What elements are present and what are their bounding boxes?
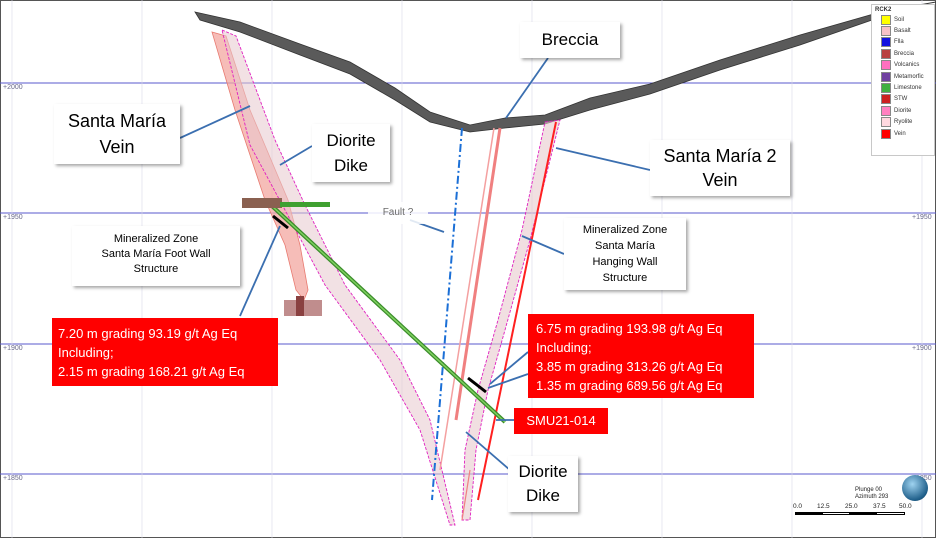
callout-mz-foot-wall: Mineralized Zone Santa María Foot Wall S… xyxy=(72,226,240,286)
legend-label: STW xyxy=(894,96,908,103)
azimuth-readout: Azimuth 293 xyxy=(855,494,889,500)
legend-label: Flla xyxy=(894,39,904,46)
legend-label: Limestone xyxy=(894,85,922,92)
scale-segment xyxy=(822,512,851,515)
legend-item: Limestone xyxy=(872,82,934,94)
legend-label: Soil xyxy=(894,16,905,23)
callout-diorite-dike-lower: Diorite Dike xyxy=(508,456,578,512)
callout-fault: Fault ? xyxy=(368,202,428,224)
legend-item: Vein xyxy=(872,128,934,139)
drillhole-label: SMU21-014 xyxy=(514,408,608,434)
legend-swatch xyxy=(881,37,891,48)
callout-diorite-dike-upper: Diorite Dike xyxy=(312,124,390,182)
legend-item: Diorite xyxy=(872,105,934,116)
scale-tick-1: 12.5 xyxy=(817,503,830,510)
intercept-marker-right xyxy=(467,376,487,394)
intercept-box-right: 6.75 m grading 193.98 g/t Ag Eq Includin… xyxy=(528,314,754,398)
scale-tick-2: 25.0 xyxy=(845,503,858,510)
arrow-hanging-wall xyxy=(521,235,565,255)
legend-swatch xyxy=(881,71,891,82)
legend-swatch xyxy=(881,26,891,37)
callout-mz-hanging-wall: Mineralized Zone Santa María Hanging Wal… xyxy=(564,218,686,290)
legend-item: Volcanics xyxy=(872,60,934,71)
scale-tick-3: 37.5 xyxy=(873,503,886,510)
arrow-diorite-upper xyxy=(279,145,313,166)
legend-item: Flla xyxy=(872,37,934,48)
arrow-intercept-right-1 xyxy=(489,351,529,385)
legend-label: Vein xyxy=(894,130,906,137)
elevation-label-right-1900: +1900 xyxy=(912,345,932,352)
legend-label: Ryolite xyxy=(894,119,913,126)
globe-icon[interactable] xyxy=(902,475,928,501)
scale-bar: 0.0 12.5 25.0 37.5 50.0 xyxy=(793,500,928,524)
scale-tick-4: 50.0 xyxy=(899,503,912,510)
elevation-label-left-1850: +1850 xyxy=(3,475,23,482)
callout-santa-maria-2-vein: Santa María 2 Vein xyxy=(650,140,790,196)
legend-label: Metamorfic xyxy=(894,73,924,80)
view-orientation: Plunge 00 Azimuth 293 xyxy=(855,487,888,501)
legend-label: Volcanics xyxy=(894,62,920,69)
legend-swatch xyxy=(881,48,891,59)
fault-line xyxy=(431,127,463,501)
callout-santa-maria-vein: Santa María Vein xyxy=(54,104,180,164)
legend-item: Ryolite xyxy=(872,117,934,128)
legend-swatch xyxy=(881,14,891,25)
legend-item: Metamorfic xyxy=(872,71,934,82)
arrow-footwall xyxy=(239,225,281,317)
breccia-label: Breccia xyxy=(541,30,599,49)
legend-swatch xyxy=(881,60,891,71)
legend-swatch xyxy=(881,94,891,105)
santa-maria-2-vein-body xyxy=(461,119,561,521)
legend-label: Basalt xyxy=(894,28,911,35)
elevation-label-right-1950: +1950 xyxy=(912,214,932,221)
arrow-diorite-lower xyxy=(465,431,511,471)
legend-title: RCK2 xyxy=(875,7,892,13)
intercept-marker-left xyxy=(272,214,289,230)
legend-item: STW xyxy=(872,94,934,105)
arrow-breccia xyxy=(505,57,549,119)
legend-swatch xyxy=(881,117,891,128)
arrow-santa-maria-vein xyxy=(179,105,251,139)
legend-item: Soil xyxy=(872,14,934,25)
arrow-sm2-vein xyxy=(555,147,651,171)
legend-swatch xyxy=(881,128,891,139)
scale-segment xyxy=(876,512,905,515)
legend-item: Basalt xyxy=(872,25,934,37)
plunge-readout: Plunge 00 xyxy=(855,487,883,493)
scale-segment xyxy=(795,512,822,515)
elevation-label-left-1900: +1900 xyxy=(3,345,23,352)
legend-item: Breccia xyxy=(872,48,934,59)
callout-breccia: Breccia xyxy=(520,22,620,58)
legend-label: Breccia xyxy=(894,50,915,57)
elevation-label-left-1950: +1950 xyxy=(3,214,23,221)
arrow-intercept-right-2 xyxy=(487,373,529,389)
elevation-label-left-2000: +2000 xyxy=(3,84,23,91)
legend-swatch xyxy=(881,83,891,94)
legend-label: Diorite xyxy=(894,107,912,114)
scale-segment xyxy=(849,512,876,515)
scale-tick-0: 0.0 xyxy=(793,503,803,510)
legend-swatch xyxy=(881,105,891,116)
intercept-box-left: 7.20 m grading 93.19 g/t Ag Eq Including… xyxy=(52,318,278,386)
